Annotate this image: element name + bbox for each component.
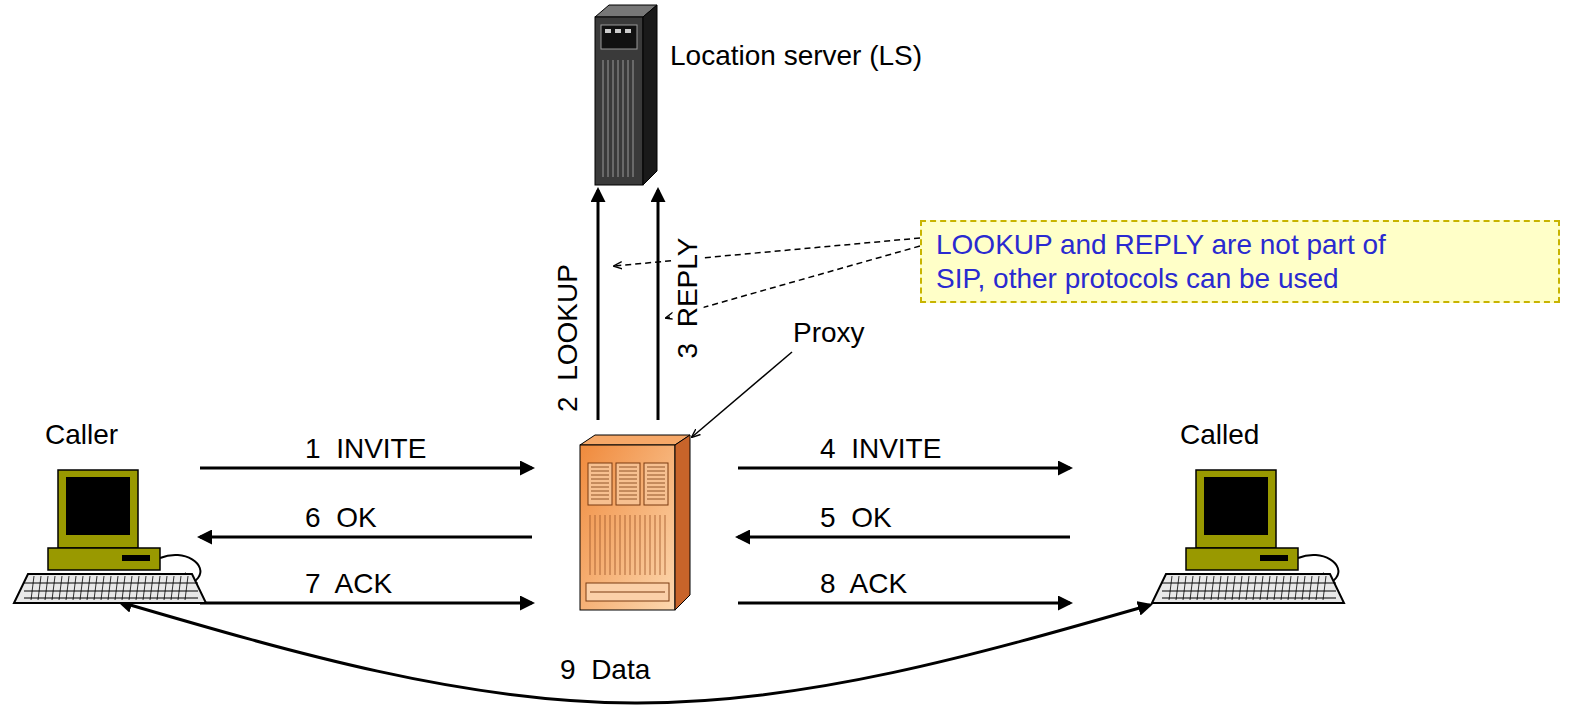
node-label: Proxy: [793, 318, 865, 349]
callout-note: LOOKUP and REPLY are not part of SIP, ot…: [920, 220, 1560, 303]
node-label: Called: [1180, 420, 1259, 451]
caller-pc-icon: [10, 470, 210, 605]
message-label: 8 ACK: [820, 569, 907, 600]
proxy-server-icon: [580, 435, 690, 610]
message-arrow: [738, 602, 1070, 605]
message-arrow: [738, 536, 1070, 539]
message-arrow: [200, 602, 532, 605]
message-label: 9 Data: [560, 655, 650, 686]
location-server-icon: [595, 5, 657, 185]
proxy-leader: [692, 352, 792, 437]
called-pc: Called: [1148, 470, 1343, 605]
message-label: 1 INVITE: [305, 434, 426, 465]
message-label: 7 ACK: [305, 569, 392, 600]
proxy-server: Proxy: [580, 435, 690, 610]
message-arrow: [738, 467, 1070, 470]
called-pc-icon: [1148, 470, 1343, 605]
note-leader: [614, 238, 920, 266]
data-stream: [120, 602, 1150, 703]
message-label: 3 REPLY: [673, 235, 704, 362]
caller-pc: Caller: [10, 470, 210, 605]
node-label: Caller: [45, 420, 118, 451]
message-arrow: [200, 467, 532, 470]
message-arrow: [200, 536, 532, 539]
message-arrow: [597, 190, 600, 420]
message-arrow: [657, 190, 660, 420]
message-label: 4 INVITE: [820, 434, 941, 465]
note-text: LOOKUP and REPLY are not part of SIP, ot…: [936, 228, 1436, 295]
message-label: 6 OK: [305, 503, 377, 534]
message-label: 5 OK: [820, 503, 892, 534]
node-label: Location server (LS): [670, 41, 922, 72]
location-server: Location server (LS): [595, 5, 657, 185]
message-label: 2 LOOKUP: [553, 261, 584, 415]
note-leader: [666, 246, 920, 318]
